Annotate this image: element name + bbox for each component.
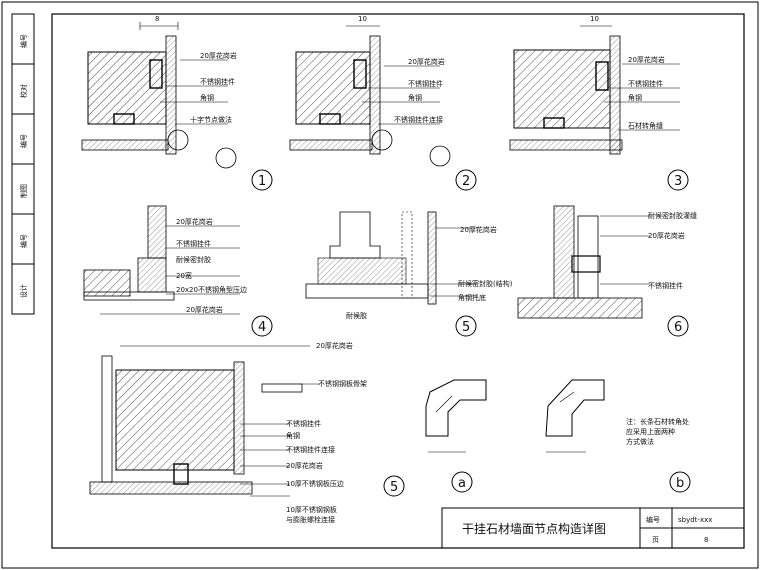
detail-b-number: b <box>676 476 684 491</box>
d5a-label-1: 20厚花岗岩 <box>460 225 497 234</box>
detail-3: 10 20厚花岗岩 不锈钢挂件 角钢 石材转角缝 3 <box>509 15 689 191</box>
d2-label-3: 角钢 <box>408 93 422 102</box>
d5b-label-7: 10厚不锈钢板压边 <box>286 479 344 488</box>
d3-label-3: 角钢 <box>628 93 642 102</box>
svg-text:10: 10 <box>590 15 599 23</box>
d5b-label-1: 20厚花岗岩 <box>316 341 353 350</box>
d1-label-1: 20厚花岗岩 <box>200 51 237 60</box>
db-note-1: 注：长条石材转角处 <box>626 417 689 426</box>
d1-label-2: 不锈钢挂件 <box>200 77 235 86</box>
detail-1-number: 1 <box>258 174 266 189</box>
detail-3-number: 3 <box>674 174 682 189</box>
d6-label-1: 耐候密封胶灌缝 <box>648 211 697 220</box>
side-cell-6: 设计 <box>19 284 28 298</box>
d2-label-4: 不锈钢挂件连接 <box>394 115 443 124</box>
d5b-label-6: 20厚花岗岩 <box>286 461 323 470</box>
detail-2: 10 20厚花岗岩 不锈钢挂件 角钢 不锈钢挂件连接 2 <box>289 15 477 191</box>
d5a-label-3: 角钢托底 <box>458 293 486 302</box>
side-cell-3: 编号 <box>19 134 28 148</box>
side-cell-5: 编号 <box>19 234 28 248</box>
detail-4: 20厚花岗岩 不锈钢挂件 耐候密封胶 20宽 20x20不锈钢角型压边 20厚花… <box>83 205 273 337</box>
d3-label-4: 石材转角缝 <box>628 121 663 130</box>
svg-text:10: 10 <box>358 15 367 23</box>
detail-5b-number: 5 <box>390 480 398 495</box>
d5a-label-4: 耐候胶 <box>346 311 367 320</box>
d5b-label-3: 不锈钢挂件 <box>286 419 321 428</box>
detail-a: a <box>425 379 487 493</box>
detail-1: 8 20厚花岗岩 不锈钢挂件 角钢 十字节点做法 1 <box>81 15 273 191</box>
title-number: sbydt-xxx <box>678 516 712 524</box>
d3-label-1: 20厚花岗岩 <box>628 55 665 64</box>
title-label-no: 编号 <box>646 515 660 524</box>
d4-label-4: 20宽 <box>176 271 192 280</box>
d4-label-5: 20x20不锈钢角型压边 <box>176 285 247 294</box>
d3-label-2: 不锈钢挂件 <box>628 79 663 88</box>
d5b-label-9: 与膨胀螺栓连接 <box>286 515 335 524</box>
d2-label-1: 20厚花岗岩 <box>408 57 445 66</box>
side-strip: 编号 校对 编号 制图 编号 设计 <box>11 13 35 315</box>
d4-label-2: 不锈钢挂件 <box>176 239 211 248</box>
detail-b: 注：长条石材转角处 应采用上面两种 方式做法 b <box>545 379 691 493</box>
d5b-label-8: 10厚不锈钢钢板 <box>286 505 337 514</box>
title-block: 干挂石材墙面节点构造详图 编号 sbydt-xxx 页 8 <box>441 507 745 549</box>
d5a-label-2: 耐候密封胶(结构) <box>458 279 513 288</box>
d4-label-6: 20厚花岗岩 <box>186 305 223 314</box>
d6-label-2: 20厚花岗岩 <box>648 231 685 240</box>
detail-6-number: 6 <box>674 320 682 335</box>
db-note-3: 方式做法 <box>626 437 654 446</box>
svg-text:8: 8 <box>155 15 159 23</box>
drawing-title: 干挂石材墙面节点构造详图 <box>462 521 606 536</box>
d4-label-3: 耐候密封胶 <box>176 255 211 264</box>
side-cell-4: 制图 <box>19 184 28 198</box>
d4-label-1: 20厚花岗岩 <box>176 217 213 226</box>
d6-label-3: 不锈钢挂件 <box>648 281 683 290</box>
d5b-label-2: 不锈钢钢板骨架 <box>318 379 367 388</box>
d2-label-2: 不锈钢挂件 <box>408 79 443 88</box>
detail-2-number: 2 <box>462 174 470 189</box>
title-label-page: 页 <box>652 536 659 544</box>
d1-label-3: 角钢 <box>200 93 214 102</box>
detail-6: 耐候密封胶灌缝 20厚花岗岩 不锈钢挂件 6 <box>517 205 697 337</box>
d1-label-4: 十字节点做法 <box>190 115 232 124</box>
detail-5a-number: 5 <box>462 320 470 335</box>
db-note-2: 应采用上面两种 <box>626 427 675 436</box>
detail-4-number: 4 <box>258 320 266 335</box>
detail-5-lower: 20厚花岗岩 不锈钢钢板骨架 不锈钢挂件 角钢 不锈钢挂件连接 20厚花岗岩 1… <box>89 341 405 524</box>
d5b-label-5: 不锈钢挂件连接 <box>286 445 335 454</box>
detail-a-number: a <box>458 476 466 491</box>
drawing-frame <box>51 13 745 549</box>
side-cell-2: 校对 <box>19 84 28 98</box>
side-cell-1: 编号 <box>19 34 28 48</box>
title-page: 8 <box>704 536 708 544</box>
d5b-label-4: 角钢 <box>286 431 300 440</box>
detail-5-upper: 20厚花岗岩 耐候密封胶(结构) 角钢托底 耐候胶 5 <box>305 211 513 337</box>
